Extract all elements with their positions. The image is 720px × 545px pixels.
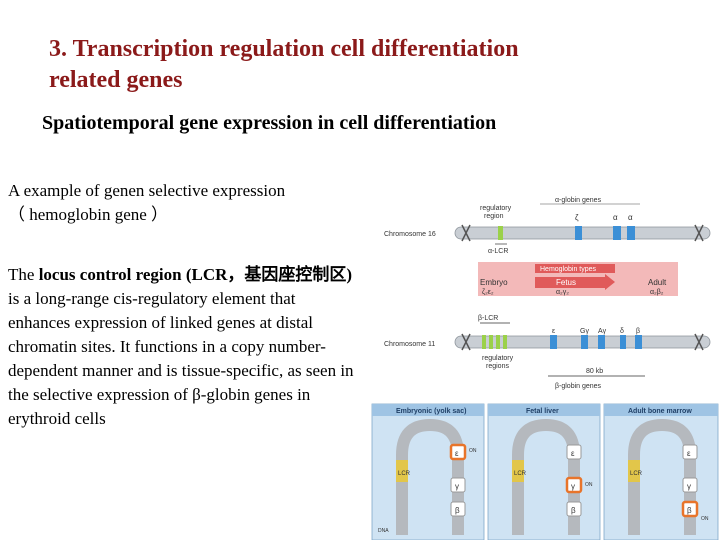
slide-title: 3. Transcription regulation cell differe… — [49, 34, 689, 96]
gamma-box-1 — [450, 477, 466, 493]
hemoglobin-types-header — [535, 264, 615, 273]
p3-bet: β — [687, 506, 692, 515]
development-arrowhead — [605, 274, 615, 290]
panel-fetal-title: Fetal liver — [526, 408, 559, 415]
slide-subtitle: Spatiotemporal gene expression in cell d… — [42, 112, 497, 134]
g-gamma-label: Gγ — [580, 328, 589, 335]
panel-adult: Adult bone marrow LCR ε γ β ON — [603, 403, 719, 541]
intro-line-2: （ hemoglobin gene ） — [8, 205, 169, 224]
on-label-2: ON — [585, 482, 593, 488]
chr16-break-right — [694, 224, 704, 242]
p2-eps: ε — [571, 449, 575, 458]
lcr-text-rest: is a long-range cis-regulatory element t… — [8, 289, 354, 428]
globin-diagram: α-globin genes regulatory region Chromos… — [371, 192, 719, 541]
panel-fetal-header — [488, 404, 600, 416]
fetus-label: Fetus — [556, 278, 576, 287]
chromosome-11-label: Chromosome 11 — [384, 341, 435, 348]
beta-globin-label: β-globin genes — [555, 383, 602, 390]
lcr-box-1 — [396, 460, 408, 482]
beta-lcr-site-4 — [503, 335, 507, 349]
title-line-1: 3. Transcription regulation cell differe… — [49, 36, 519, 62]
p2-gam: γ — [571, 482, 575, 491]
beta-box-2 — [566, 501, 582, 517]
chromosome-16-label: Chromosome 16 — [384, 231, 436, 238]
alpha1-label: α — [613, 213, 618, 222]
lcr-box-2 — [512, 460, 524, 482]
fetus-hb: α₂γ₂ — [556, 289, 569, 296]
alpha-regulatory-label: regulatory — [480, 205, 512, 212]
on-label-3: ON — [701, 516, 709, 522]
zeta-gene — [575, 226, 582, 240]
alpha-gene-1 — [613, 226, 621, 240]
panel-embryonic: Embryonic (yolk sac) LCR ε ON γ β DNA — [371, 403, 485, 541]
panel-fetal: Fetal liver LCR ε γ ON β — [487, 403, 601, 541]
panel-adult-title: Adult bone marrow — [628, 408, 692, 415]
delta-gene — [620, 335, 626, 349]
a-gamma-gene — [598, 335, 605, 349]
beta-lcr-site-1 — [482, 335, 486, 349]
epsilon-on-box — [449, 443, 467, 461]
a-gamma-label: Aγ — [598, 328, 607, 335]
alpha-lcr-label: α-LCR — [488, 248, 508, 255]
beta-lcr-label: β-LCR — [478, 315, 498, 322]
alpha-lcr-site — [498, 226, 503, 240]
on-label-1: ON — [469, 448, 477, 454]
epsilon-label: ε — [552, 328, 555, 335]
p1-eps: ε — [455, 449, 459, 458]
epsilon-gene — [550, 335, 557, 349]
development-arrow — [535, 277, 605, 288]
beta-on-box — [681, 500, 699, 518]
p1-gam: γ — [455, 482, 459, 491]
beta-box-1 — [450, 501, 466, 517]
lcr-label-3: LCR — [630, 471, 643, 477]
intro-paragraph: A example of genen selective expression … — [8, 179, 358, 227]
panel-embryonic-title: Embryonic (yolk sac) — [396, 408, 466, 415]
alpha-globin-label: α-globin genes — [555, 197, 602, 204]
panel-embryonic-header — [372, 404, 484, 416]
p1-bet: β — [455, 506, 460, 515]
globin-figure: α-globin genes regulatory region Chromos… — [370, 190, 720, 541]
p3-eps: ε — [687, 449, 691, 458]
lcr-paragraph: The locus control region (LCR，基因座控制区) is… — [8, 263, 358, 431]
adult-hb: α₂β₂ — [650, 289, 664, 296]
lcr-text-pre: The — [8, 265, 39, 284]
g-gamma-gene — [581, 335, 588, 349]
delta-label: δ — [620, 328, 624, 335]
embryo-label: Embryo — [480, 278, 508, 287]
adult-label: Adult — [648, 278, 667, 287]
alpha2-label: α — [628, 213, 633, 222]
chr11-break-left — [461, 333, 471, 351]
lcr-term: locus control region (LCR，基因座控制区) — [38, 265, 353, 284]
chromosome-16 — [454, 226, 711, 240]
dna-label: DNA — [378, 528, 389, 534]
panel-adult-header — [604, 404, 718, 416]
dna-loop-2 — [512, 418, 580, 535]
gamma-box-3 — [682, 477, 698, 493]
p3-gam: γ — [687, 482, 691, 491]
dna-loop-3 — [628, 418, 696, 535]
lcr-label-1: LCR — [398, 471, 411, 477]
intro-line-1: A example of genen selective expression — [8, 181, 286, 200]
embryo-hb: ζ₂ε₂ — [482, 289, 494, 296]
epsilon-box-2 — [566, 444, 582, 460]
beta-gene-label: β — [636, 328, 640, 335]
zeta-label: ζ — [575, 213, 579, 222]
hemoglobin-types-label: Hemoglobin types — [540, 266, 597, 273]
beta-regulatory-label-2: regions — [486, 363, 509, 370]
epsilon-box-3 — [682, 444, 698, 460]
beta-lcr-site-3 — [496, 335, 500, 349]
lcr-box-3 — [628, 460, 640, 482]
gamma-on-box — [565, 476, 583, 494]
lcr-label-2: LCR — [514, 471, 527, 477]
beta-gene — [635, 335, 642, 349]
title-line-2: related genes — [49, 67, 183, 93]
alpha-regulatory-label-2: region — [484, 213, 504, 220]
alpha-gene-2 — [627, 226, 635, 240]
chr11-break-right — [694, 333, 704, 351]
beta-lcr-site-2 — [489, 335, 493, 349]
p2-bet: β — [571, 506, 576, 515]
chr16-break-left — [461, 224, 471, 242]
beta-regulatory-label: regulatory — [482, 355, 514, 362]
scale-label: 80 kb — [586, 368, 603, 375]
